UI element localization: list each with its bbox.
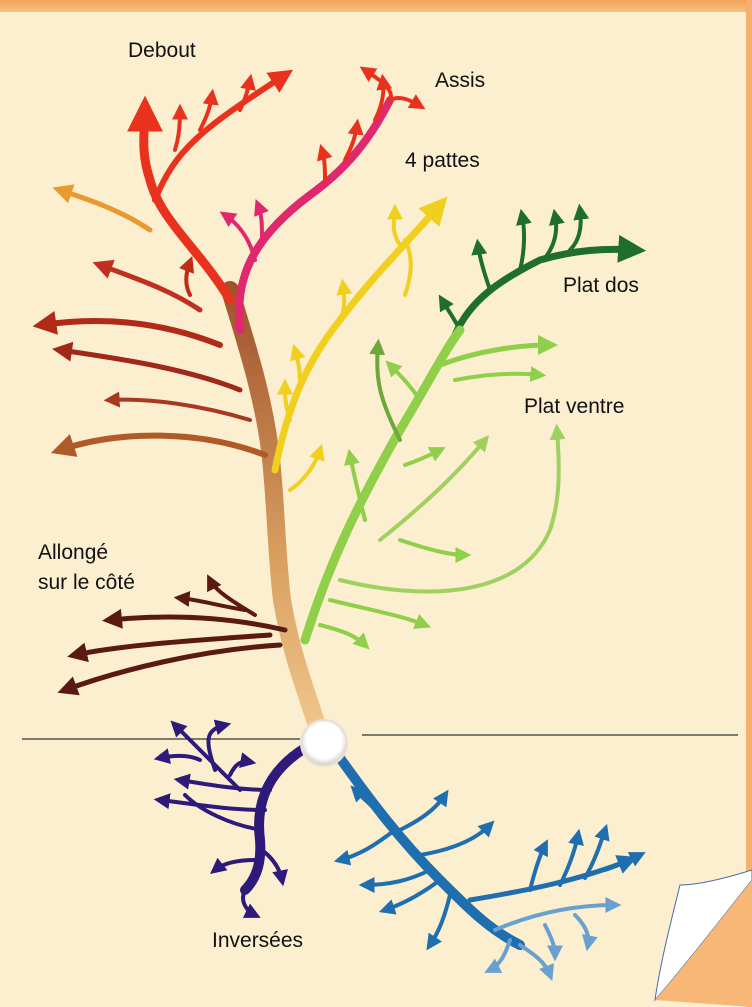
label-plat-dos: Plat dos (563, 273, 639, 299)
trunk (230, 290, 322, 742)
branch-allonge (65, 580, 285, 690)
branch-4-pattes (275, 205, 440, 490)
branch-inversees-right (340, 758, 640, 975)
page-curl (655, 870, 752, 1007)
label-assis: Assis (435, 68, 485, 94)
branch-inversees-left (160, 725, 305, 915)
branch-assis (225, 70, 420, 330)
label-allonge-line1: Allongé (38, 540, 108, 566)
label-inversees: Inversées (212, 928, 303, 954)
branch-plat-ventre (305, 330, 559, 645)
center-node (301, 720, 347, 766)
label-allonge-line2: sur le côté (38, 570, 135, 596)
label-plat-ventre: Plat ventre (524, 394, 624, 420)
label-4-pattes: 4 pattes (405, 148, 480, 174)
label-debout: Debout (128, 38, 196, 64)
